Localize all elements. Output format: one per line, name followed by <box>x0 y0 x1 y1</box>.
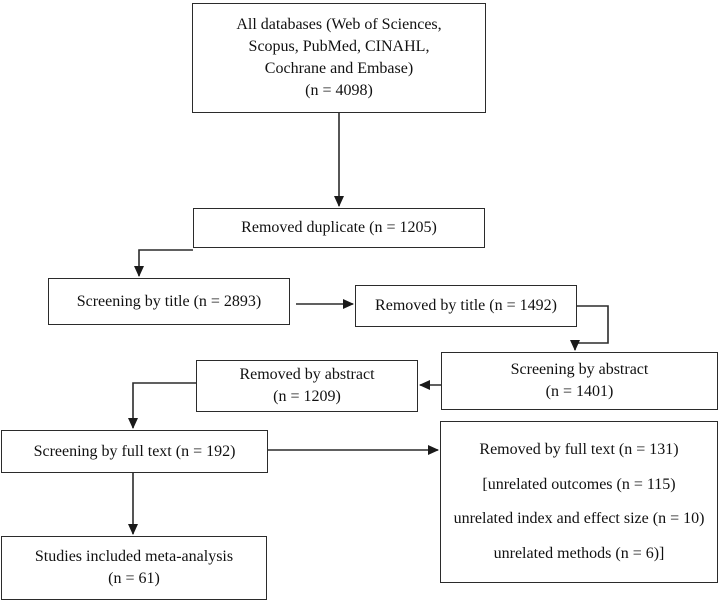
connector-removed-abstract-to-screening-fulltext <box>128 382 196 429</box>
box-screening-by-full-text: Screening by full text (n = 192) <box>1 430 268 473</box>
box-removed-by-abstract: Removed by abstract (n = 1209) <box>196 360 418 412</box>
removed-fulltext-line-1: Removed by full text (n = 131) <box>479 441 679 459</box>
box-removed-by-full-text: Removed by full text (n = 131) [unrelate… <box>440 421 718 583</box>
removed-fulltext-line-2: [unrelated outcomes (n = 115) <box>482 475 676 493</box>
box-screening-by-title: Screening by title (n = 2893) <box>48 278 290 325</box>
box-removed-by-title: Removed by title (n = 1492) <box>355 285 577 327</box>
connector-removed-title-to-screening-abstract <box>570 305 609 351</box>
removed-fulltext-line-3: unrelated index and effect size (n = 10) <box>453 510 705 528</box>
box-all-databases: All databases (Web of Sciences, Scopus, … <box>192 3 486 113</box>
box-removed-duplicate: Removed duplicate (n = 1205) <box>193 208 485 248</box>
box-studies-included-meta-analysis: Studies included meta-analysis (n = 61) <box>1 536 267 600</box>
connector-duplicate-to-screening-title <box>134 249 193 277</box>
box-screening-by-abstract: Screening by abstract (n = 1401) <box>441 352 718 410</box>
removed-fulltext-line-4: unrelated methods (n = 6)] <box>493 544 665 562</box>
